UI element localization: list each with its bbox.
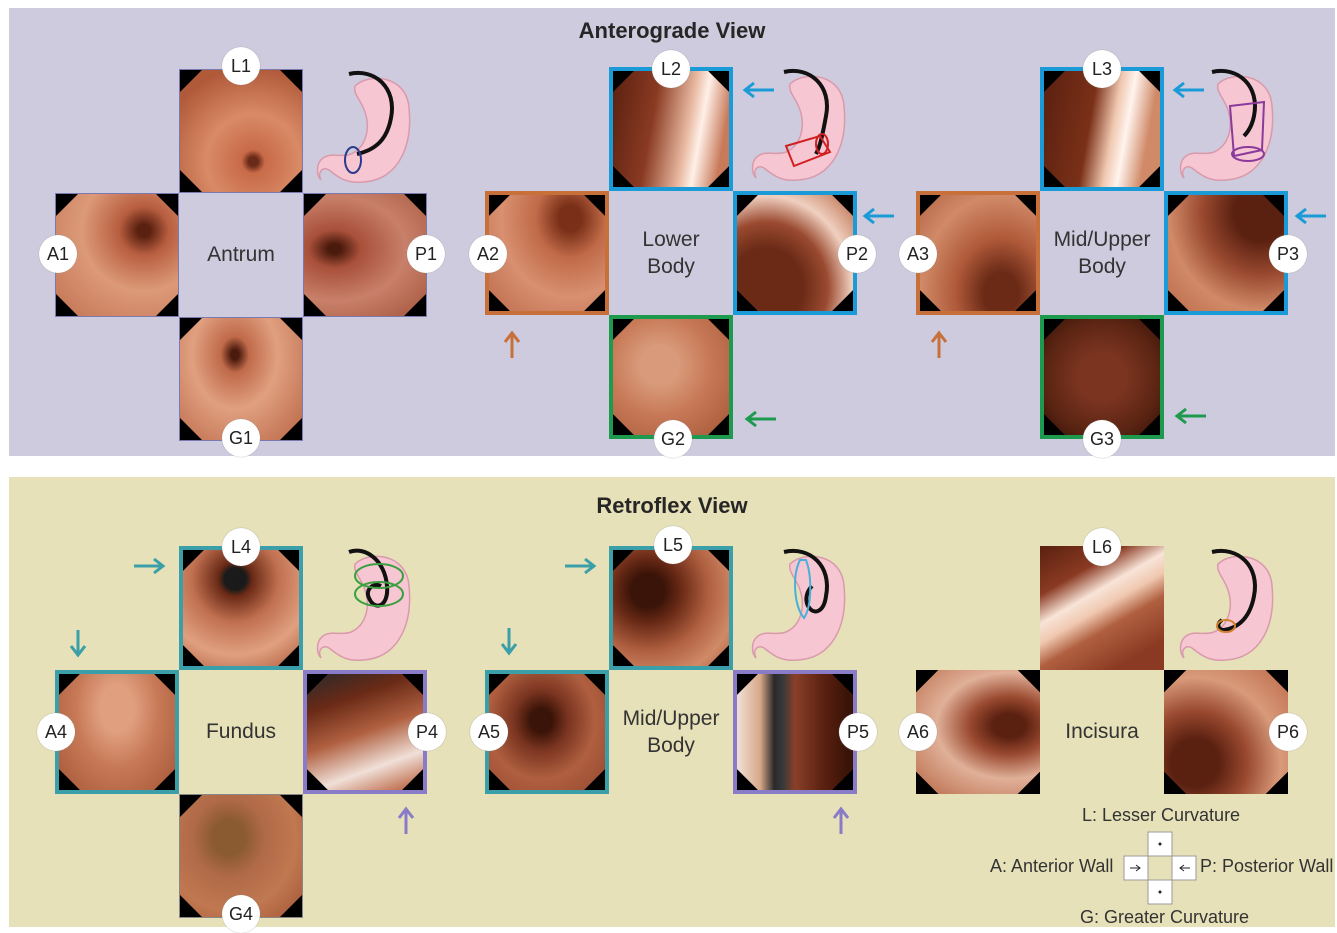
label-p3: P3 bbox=[1269, 235, 1307, 273]
center-incisura: Incisura bbox=[1040, 670, 1164, 794]
arrow-right-icon bbox=[563, 556, 599, 576]
center-label-line1: Mid/Upper bbox=[1054, 226, 1151, 253]
legend-lesser-curvature: L: Lesser Curvature bbox=[1082, 805, 1240, 826]
center-label: Incisura bbox=[1065, 718, 1139, 745]
tile-l1 bbox=[179, 69, 303, 193]
center-label: Fundus bbox=[206, 718, 276, 745]
center-mid-upper-body-retroflex: Mid/Upper Body bbox=[609, 670, 733, 794]
stomach-diagram-icon bbox=[1178, 546, 1290, 668]
arrow-left-icon bbox=[742, 409, 778, 429]
label-g4: G4 bbox=[222, 895, 260, 933]
arrow-left-icon bbox=[1172, 406, 1208, 426]
arrow-left-icon bbox=[860, 206, 896, 226]
label-l3: L3 bbox=[1083, 50, 1121, 88]
label-g3: G3 bbox=[1083, 420, 1121, 458]
label-l6: L6 bbox=[1083, 528, 1121, 566]
retroflex-title: Retroflex View bbox=[9, 493, 1335, 519]
label-g2: G2 bbox=[654, 420, 692, 458]
arrow-left-icon bbox=[740, 80, 776, 100]
label-p4: P4 bbox=[408, 713, 446, 751]
label-a1: A1 bbox=[39, 235, 77, 273]
center-label-line2: Body bbox=[647, 253, 695, 280]
label-l1: L1 bbox=[222, 47, 260, 85]
label-a2: A2 bbox=[469, 235, 507, 273]
arrow-up-icon bbox=[929, 330, 949, 360]
arrow-down-icon bbox=[68, 628, 88, 658]
arrow-right-icon bbox=[132, 556, 168, 576]
label-a5: A5 bbox=[470, 713, 508, 751]
arrow-left-icon bbox=[1292, 206, 1328, 226]
center-lower-body: Lower Body bbox=[609, 191, 733, 315]
stomach-diagram-icon bbox=[315, 546, 427, 668]
label-p1: P1 bbox=[407, 235, 445, 273]
center-label: Antrum bbox=[207, 241, 275, 268]
label-p5: P5 bbox=[839, 713, 877, 751]
label-l5: L5 bbox=[654, 526, 692, 564]
arrow-up-icon bbox=[831, 806, 851, 836]
arrow-down-icon bbox=[499, 626, 519, 656]
anterograde-title: Anterograde View bbox=[9, 18, 1335, 44]
arrow-left-icon bbox=[1170, 80, 1206, 100]
arrow-up-icon bbox=[396, 806, 416, 836]
legend-greater-curvature: G: Greater Curvature bbox=[1080, 907, 1249, 928]
label-a3: A3 bbox=[899, 235, 937, 273]
label-l4: L4 bbox=[222, 528, 260, 566]
label-l2: L2 bbox=[652, 50, 690, 88]
center-label-line2: Body bbox=[647, 732, 695, 759]
tile-l5 bbox=[609, 546, 733, 670]
center-mid-upper-body: Mid/Upper Body bbox=[1040, 191, 1164, 315]
stomach-diagram-icon bbox=[750, 546, 862, 668]
center-fundus: Fundus bbox=[179, 670, 303, 794]
label-p2: P2 bbox=[838, 235, 876, 273]
stomach-diagram-icon bbox=[315, 68, 427, 190]
orientation-key-icon bbox=[1122, 830, 1198, 906]
label-g1: G1 bbox=[222, 419, 260, 457]
center-label-line2: Body bbox=[1078, 253, 1126, 280]
legend-posterior-wall: P: Posterior Wall bbox=[1200, 856, 1333, 877]
label-p6: P6 bbox=[1269, 713, 1307, 751]
label-a6: A6 bbox=[899, 713, 937, 751]
legend-anterior-wall: A: Anterior Wall bbox=[990, 856, 1113, 877]
label-a4: A4 bbox=[37, 713, 75, 751]
center-label-line1: Mid/Upper bbox=[623, 705, 720, 732]
center-label-line1: Lower bbox=[642, 226, 699, 253]
center-antrum: Antrum bbox=[179, 193, 303, 317]
arrow-up-icon bbox=[502, 330, 522, 360]
